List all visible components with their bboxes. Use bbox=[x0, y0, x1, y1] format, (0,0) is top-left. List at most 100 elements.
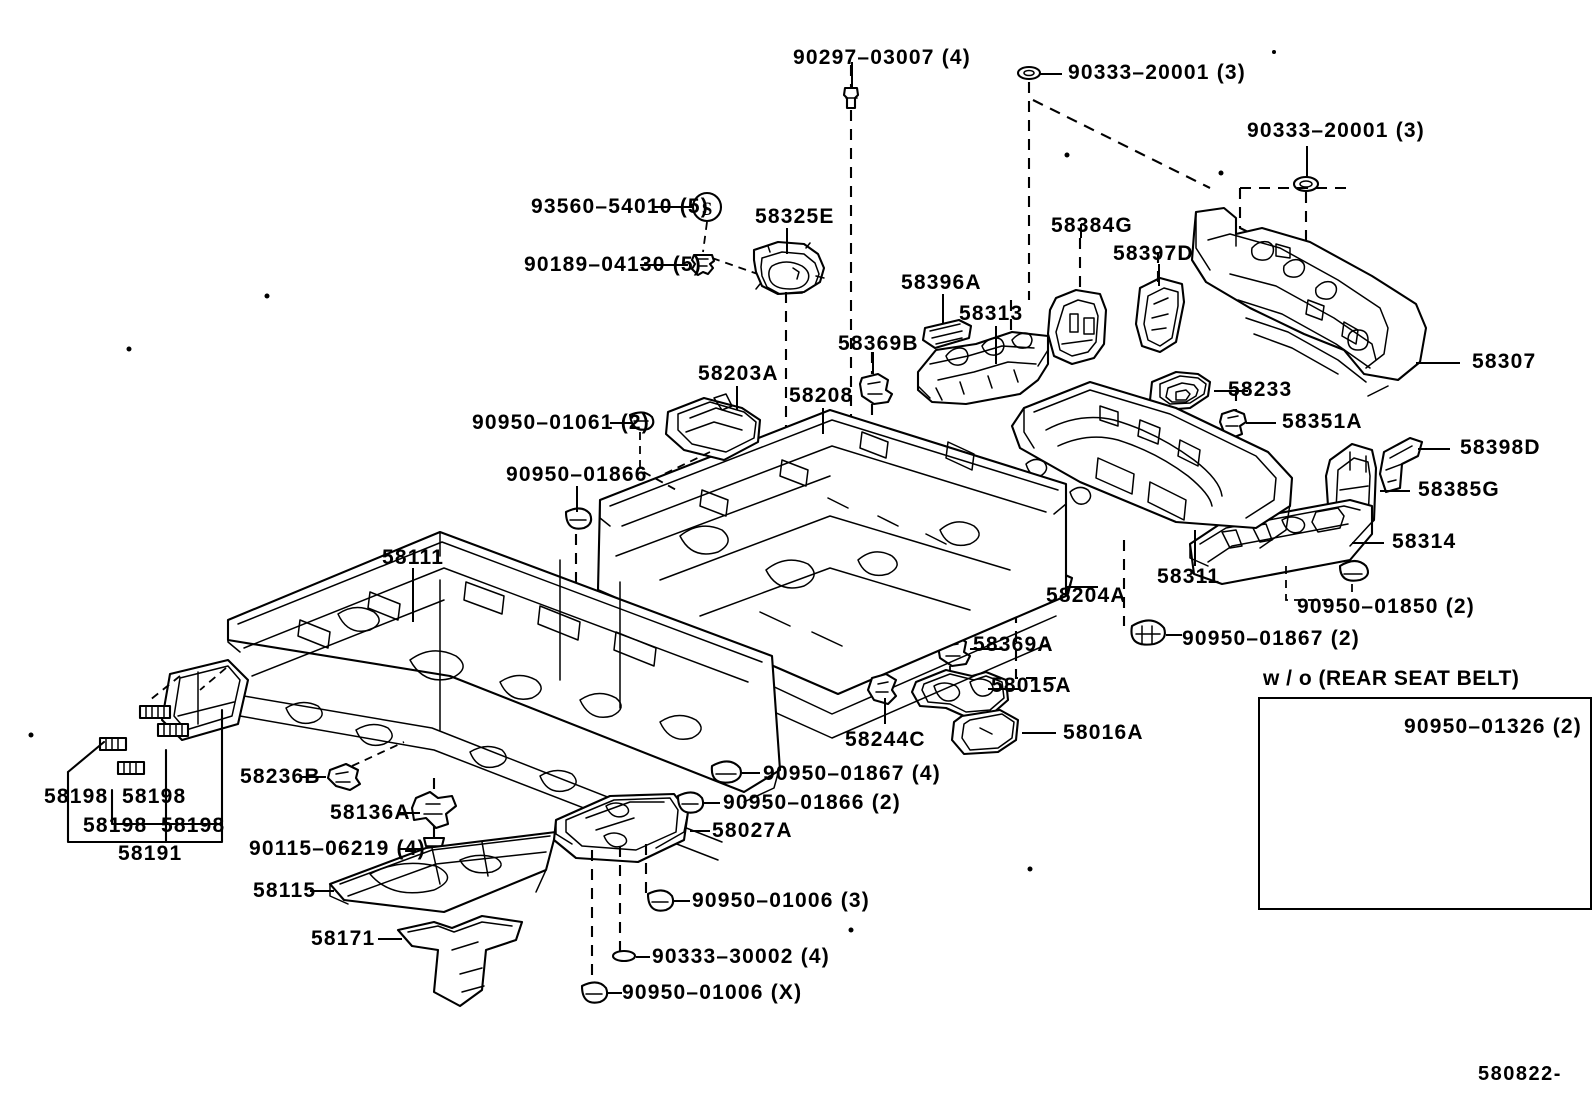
label-58369B: 58369B bbox=[838, 332, 919, 355]
part-90333-20001-b bbox=[1292, 175, 1320, 193]
leader-90950-01867a bbox=[742, 772, 760, 774]
part-58111 bbox=[226, 530, 782, 861]
leader-58236B bbox=[300, 776, 326, 778]
part-90333-30002-washer bbox=[611, 949, 637, 963]
part-58244C bbox=[866, 672, 898, 706]
leader-58384G bbox=[1080, 224, 1082, 238]
label-90950-01850: 90950–01850 (2) bbox=[1297, 595, 1475, 618]
part-90115-06219-bolt bbox=[422, 836, 446, 866]
part-58369B bbox=[858, 372, 894, 406]
label-58236B: 58236B bbox=[240, 765, 321, 788]
part-58384G bbox=[1046, 288, 1108, 366]
leader-58115 bbox=[310, 890, 334, 892]
label-90333-20001-a: 90333–20001 (3) bbox=[1068, 61, 1246, 84]
part-58191-group bbox=[160, 658, 250, 742]
label-58204A: 58204A bbox=[1046, 584, 1127, 607]
leader-58171 bbox=[378, 938, 402, 940]
part-58136A bbox=[410, 790, 458, 830]
leader-58015A bbox=[988, 688, 1020, 690]
part-58198-studs bbox=[98, 704, 190, 776]
label-58198-4: 58198 bbox=[161, 814, 226, 837]
label-58325E: 58325E bbox=[755, 205, 835, 228]
leader-90950-01867b bbox=[1166, 634, 1182, 636]
leader-90950-01866a bbox=[576, 486, 578, 512]
part-58016A bbox=[950, 708, 1020, 756]
label-58313: 58313 bbox=[959, 302, 1024, 325]
leader-58369B bbox=[872, 352, 874, 374]
part-58325E bbox=[752, 240, 826, 296]
diagram-code: 580822- bbox=[1478, 1063, 1562, 1085]
label-58397D: 58397D bbox=[1113, 242, 1194, 265]
leader-58111 bbox=[412, 568, 414, 622]
leader-58314 bbox=[1352, 542, 1384, 544]
leader-58396A bbox=[942, 294, 944, 324]
leader-58351A bbox=[1246, 422, 1276, 424]
leader-90950-01006-3 bbox=[672, 900, 690, 902]
label-58307: 58307 bbox=[1472, 350, 1537, 373]
part-90950-01006-3-clip bbox=[646, 889, 675, 912]
leader-58204A bbox=[1066, 586, 1098, 588]
label-90950-01867-b: 90950–01867 (2) bbox=[1182, 627, 1360, 650]
part-58385G bbox=[1324, 442, 1378, 536]
part-58171 bbox=[396, 914, 524, 1008]
label-58351A: 58351A bbox=[1282, 410, 1363, 433]
part-90950-01850-clip bbox=[1338, 559, 1370, 582]
label-58198-2: 58198 bbox=[122, 785, 187, 808]
part-58397D bbox=[1134, 276, 1186, 354]
label-90189-04130: 90189–04130 (5) bbox=[524, 253, 702, 276]
leader-58244C bbox=[884, 698, 886, 724]
label-58171: 58171 bbox=[311, 927, 376, 950]
leader-90189 bbox=[640, 264, 688, 266]
part-58233 bbox=[1148, 370, 1212, 412]
leader-58325E bbox=[786, 228, 788, 254]
label-90950-01866-a: 90950–01866 bbox=[506, 463, 648, 486]
label-58198-1: 58198 bbox=[44, 785, 109, 808]
leader-58385G bbox=[1380, 490, 1410, 492]
part-58398D bbox=[1378, 436, 1424, 494]
leader-58369A bbox=[970, 648, 1002, 650]
leader-90950-01061 bbox=[610, 422, 632, 424]
label-93560-54010: 93560–54010 (5) bbox=[531, 195, 709, 218]
label-58311: 58311 bbox=[1157, 565, 1221, 588]
label-58198-3: 58198 bbox=[83, 814, 148, 837]
part-90333-20001-a bbox=[1016, 65, 1042, 81]
leader-58397D bbox=[1158, 264, 1160, 286]
label-58314: 58314 bbox=[1392, 530, 1457, 553]
part-90297-bolt bbox=[842, 86, 860, 110]
label-58015A: 58015A bbox=[991, 674, 1072, 697]
leader-58208 bbox=[822, 408, 824, 434]
leader-58136A bbox=[398, 812, 420, 814]
leader-58203A bbox=[736, 386, 738, 410]
label-58385G: 58385G bbox=[1418, 478, 1500, 501]
label-90950-01326: 90950–01326 (2) bbox=[1404, 715, 1582, 738]
label-90950-01867-a: 90950–01867 (4) bbox=[763, 762, 941, 785]
part-58307 bbox=[1190, 206, 1428, 397]
label-58244C: 58244C bbox=[845, 728, 926, 751]
label-58208: 58208 bbox=[789, 384, 854, 407]
part-90950-01867-b-clip bbox=[1130, 619, 1166, 646]
part-58351A bbox=[1218, 408, 1248, 440]
part-90950-01866-clip-a bbox=[564, 507, 593, 530]
part-90950-01006-x-clip bbox=[580, 981, 609, 1004]
leader-90115-06219 bbox=[400, 848, 422, 850]
leader-58398D bbox=[1418, 448, 1450, 450]
part-58027A bbox=[552, 792, 690, 864]
label-90950-01006-3: 90950–01006 (3) bbox=[692, 889, 870, 912]
label-58384G: 58384G bbox=[1051, 214, 1133, 237]
label-90333-20001-b: 90333–20001 (3) bbox=[1247, 119, 1425, 142]
label-90950-01866-b: 90950–01866 (2) bbox=[723, 791, 901, 814]
part-58369A bbox=[936, 634, 972, 668]
leader-90297 bbox=[851, 62, 853, 88]
part-58313 bbox=[916, 330, 1050, 406]
leader-90333-b bbox=[1306, 146, 1308, 178]
label-58136A: 58136A bbox=[330, 801, 411, 824]
leader-90333-30002 bbox=[636, 956, 650, 958]
part-58203A bbox=[664, 393, 762, 462]
leader-58027A bbox=[690, 830, 710, 832]
leader-90333-a bbox=[1040, 73, 1062, 75]
label-58398D: 58398D bbox=[1460, 436, 1541, 459]
label-58396A: 58396A bbox=[901, 271, 982, 294]
label-58233: 58233 bbox=[1228, 378, 1293, 401]
leader-90950-01866b bbox=[702, 802, 720, 804]
label-90115-06219: 90115–06219 (4) bbox=[249, 837, 426, 860]
